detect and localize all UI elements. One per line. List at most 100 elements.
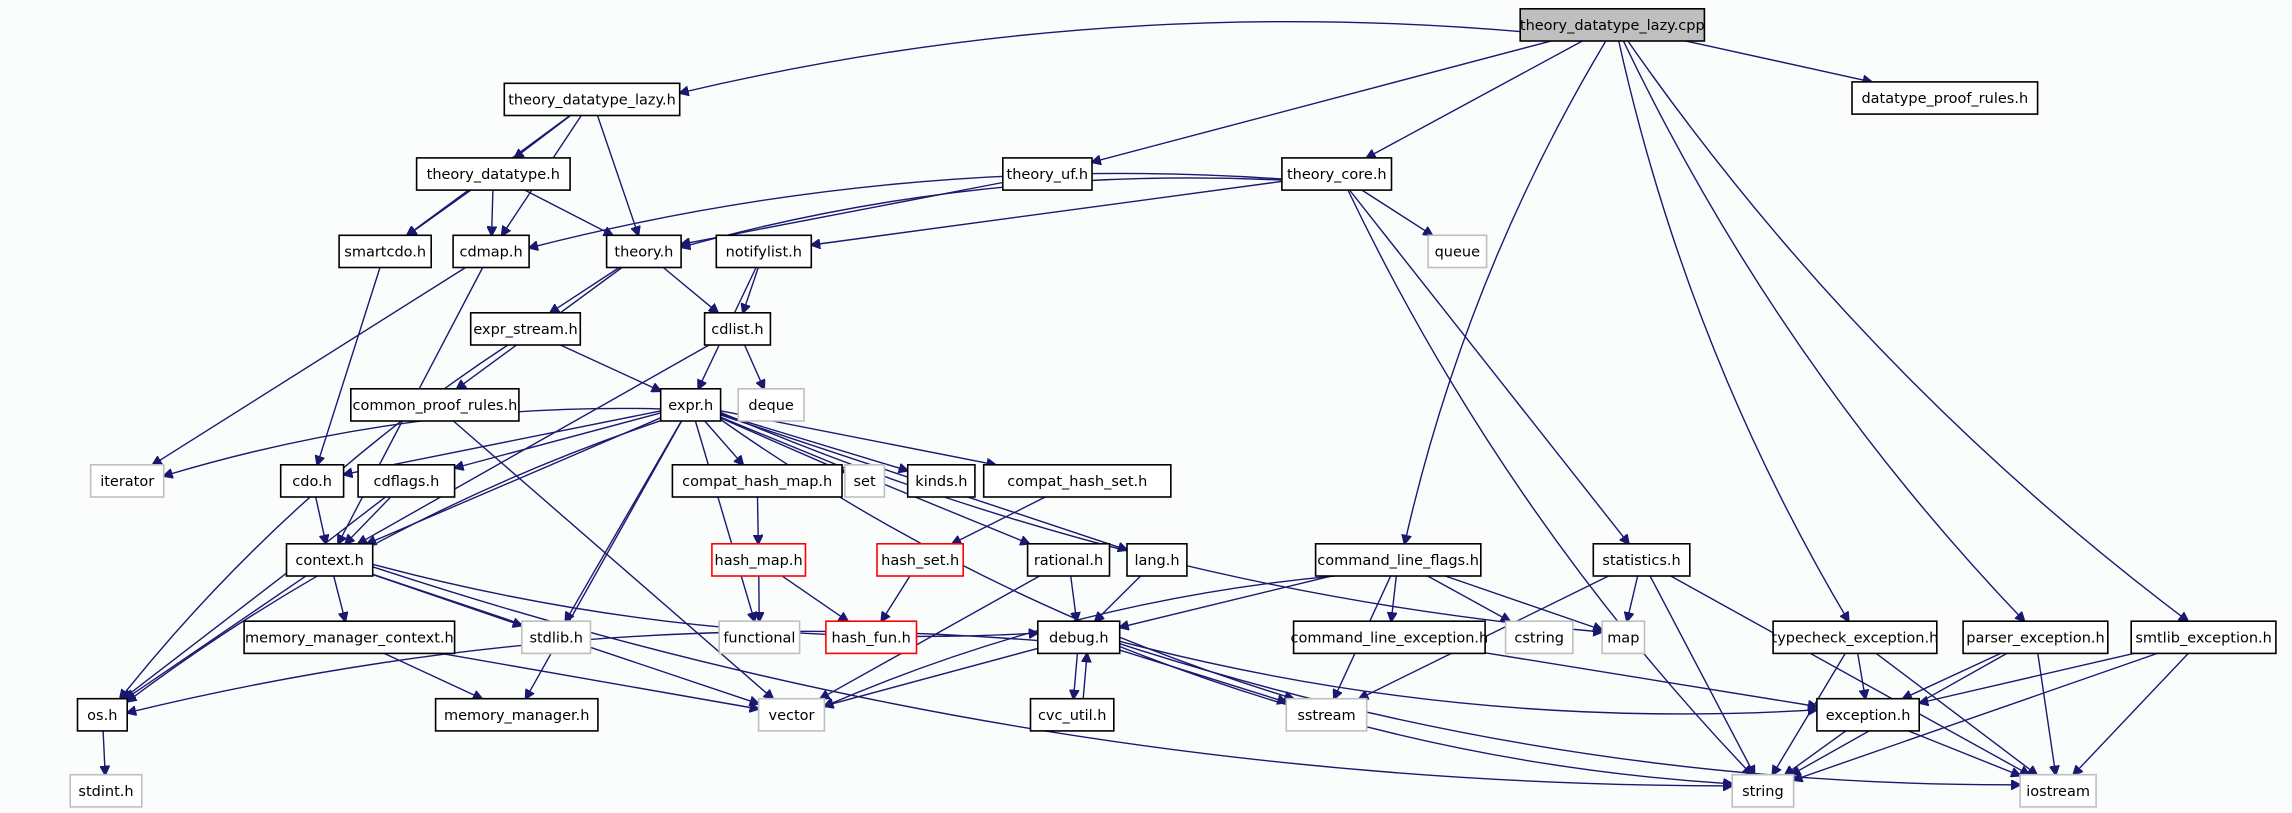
node-expr-stream-h[interactable]: expr_stream.h	[469, 311, 582, 346]
node-hash-fun-h[interactable]: hash_fun.h	[825, 620, 918, 655]
node-expr-h[interactable]: expr.h	[659, 387, 722, 422]
edge-theory-datatype-lazy-cpp-to-theory-core-h	[1367, 40, 1583, 158]
node-label: cdmap.h	[459, 244, 522, 260]
node-command-line-flags-h[interactable]: command_line_flags.h	[1314, 542, 1482, 577]
node-label: compat_hash_map.h	[682, 474, 832, 490]
node-theory-datatype-h[interactable]: theory_datatype.h	[415, 157, 571, 191]
node-label: cdo.h	[292, 474, 332, 490]
edge-smtlib-exception-h-to-string	[1794, 652, 2158, 780]
edge-theory-datatype-lazy-h-to-theory-h	[596, 115, 639, 236]
node-box	[1772, 620, 1938, 655]
node-label: map	[1607, 630, 1639, 646]
edge-theory-datatype-h-to-theory-h	[524, 189, 613, 235]
node-compat-hash-map-h[interactable]: compat_hash_map.h	[671, 463, 843, 498]
node-box	[1281, 157, 1393, 191]
node-box	[1427, 234, 1488, 269]
node-smartcdo-h[interactable]: smartcdo.h	[338, 234, 433, 269]
node-box	[434, 697, 599, 732]
node-cdmap-h[interactable]: cdmap.h	[452, 234, 530, 269]
node-typecheck-exception-h[interactable]: typecheck_exception.h	[1772, 620, 1939, 655]
edge-parser-exception-h-to-iostream	[2037, 653, 2056, 774]
node-label: hash_fun.h	[832, 630, 911, 646]
node-label: iterator	[100, 474, 154, 490]
node-box	[659, 387, 722, 422]
edge-debug-h-to-vector	[824, 647, 1038, 706]
node-kinds-h[interactable]: kinds.h	[906, 463, 976, 498]
node-cvc-util-h[interactable]: cvc_util.h	[1029, 697, 1115, 732]
node-label: os.h	[87, 708, 117, 724]
node-exception-h[interactable]: exception.h	[1816, 697, 1921, 732]
edge-debug-h-to-sstream	[1119, 649, 1287, 702]
node-label: sstream	[1297, 708, 1355, 724]
node-compat-hash-set-h[interactable]: compat_hash_set.h	[982, 463, 1172, 498]
node-box	[1519, 8, 1706, 42]
node-label: stdlib.h	[529, 630, 583, 646]
node-label: debug.h	[1049, 630, 1109, 646]
node-label: hash_set.h	[881, 553, 959, 569]
node-memory-manager-h[interactable]: memory_manager.h	[434, 697, 599, 732]
edge-theory-core-h-to-queue	[1361, 189, 1433, 235]
node-datatype-proof-rules-h[interactable]: datatype_proof_rules.h	[1851, 81, 2039, 115]
node-theory-uf-h[interactable]: theory_uf.h	[1001, 157, 1093, 191]
node-parser-exception-h[interactable]: parser_exception.h	[1962, 620, 2109, 655]
node-box	[711, 542, 807, 577]
edge-theory-h-to-cdlist-h	[662, 266, 718, 313]
edge-expr-h-to-cdflags-h	[455, 412, 661, 468]
node-box	[1285, 697, 1368, 732]
node-os-h[interactable]: os.h	[76, 697, 129, 732]
edge-command-line-flags-h-to-debug-h	[1120, 575, 1333, 628]
edge-parser-exception-h-to-exception-h	[1903, 652, 2001, 698]
node-context-h[interactable]: context.h	[285, 542, 374, 577]
edge-theory-core-h-to-statistics-h	[1348, 189, 1629, 544]
node-lang-h[interactable]: lang.h	[1126, 542, 1188, 577]
node-box	[89, 463, 165, 498]
edge-typecheck-exception-h-to-string	[1773, 653, 1846, 774]
node-label: exception.h	[1826, 708, 1911, 724]
node-label: smtlib_exception.h	[2135, 630, 2272, 646]
node-box	[76, 697, 129, 732]
node-debug-h[interactable]: debug.h	[1037, 620, 1121, 655]
node-statistics-h[interactable]: statistics.h	[1592, 542, 1691, 577]
node-cdlist-h[interactable]: cdlist.h	[703, 311, 772, 346]
node-label: string	[1742, 784, 1784, 800]
node-theory-h[interactable]: theory.h	[605, 234, 682, 269]
edge-command-line-flags-h-to-cstring	[1427, 575, 1510, 621]
node-box	[1601, 620, 1646, 655]
node-box	[876, 542, 964, 577]
node-label: kinds.h	[915, 474, 967, 490]
node-cdflags-h[interactable]: cdflags.h	[357, 463, 456, 498]
node-label: vector	[769, 708, 815, 724]
edge-expr-h-to-memory-manager-h	[526, 420, 683, 699]
node-box	[349, 387, 520, 422]
node-smtlib-exception-h[interactable]: smtlib_exception.h	[2130, 620, 2277, 655]
node-box	[757, 697, 826, 732]
node-hash-set-h[interactable]: hash_set.h	[876, 542, 964, 577]
node-box	[452, 234, 530, 269]
node-box	[1962, 620, 2109, 655]
edge-cdlist-h-to-deque	[743, 344, 764, 389]
edge-expr-h-to-context-h	[367, 417, 661, 544]
node-cdo-h[interactable]: cdo.h	[279, 463, 345, 498]
node-label: expr.h	[668, 398, 713, 414]
node-notifylist-h[interactable]: notifylist.h	[715, 234, 813, 269]
node-theory-datatype-lazy-cpp[interactable]: theory_datatype_lazy.cpp	[1519, 8, 1706, 42]
node-theory-core-h[interactable]: theory_core.h	[1281, 157, 1393, 191]
node-stdlib-h: stdlib.h	[520, 620, 592, 655]
edge-theory-core-h-to-string	[1347, 189, 1752, 775]
node-functional: functional	[718, 620, 801, 655]
edge-exception-h-to-iostream	[1908, 730, 2020, 776]
node-memory-manager-context-h[interactable]: memory_manager_context.h	[243, 620, 456, 655]
node-common-proof-rules-h[interactable]: common_proof_rules.h	[349, 387, 520, 422]
node-command-line-exception-h[interactable]: command_line_exception.h	[1291, 620, 1489, 655]
node-rational-h[interactable]: rational.h	[1026, 542, 1111, 577]
node-string: string	[1731, 773, 1795, 808]
node-label: set	[854, 474, 876, 490]
edge-statistics-h-to-string	[1649, 575, 1754, 775]
node-hash-map-h[interactable]: hash_map.h	[711, 542, 807, 577]
edge-debug-h-to-string	[1119, 645, 1733, 784]
edge-statistics-h-to-iostream	[1670, 575, 2030, 775]
edge-smartcdo-h-to-cdo-h	[317, 267, 381, 465]
node-theory-datatype-lazy-h[interactable]: theory_datatype_lazy.h	[503, 82, 681, 117]
node-label: notifylist.h	[726, 244, 802, 260]
node-label: typecheck_exception.h	[1772, 630, 1939, 646]
